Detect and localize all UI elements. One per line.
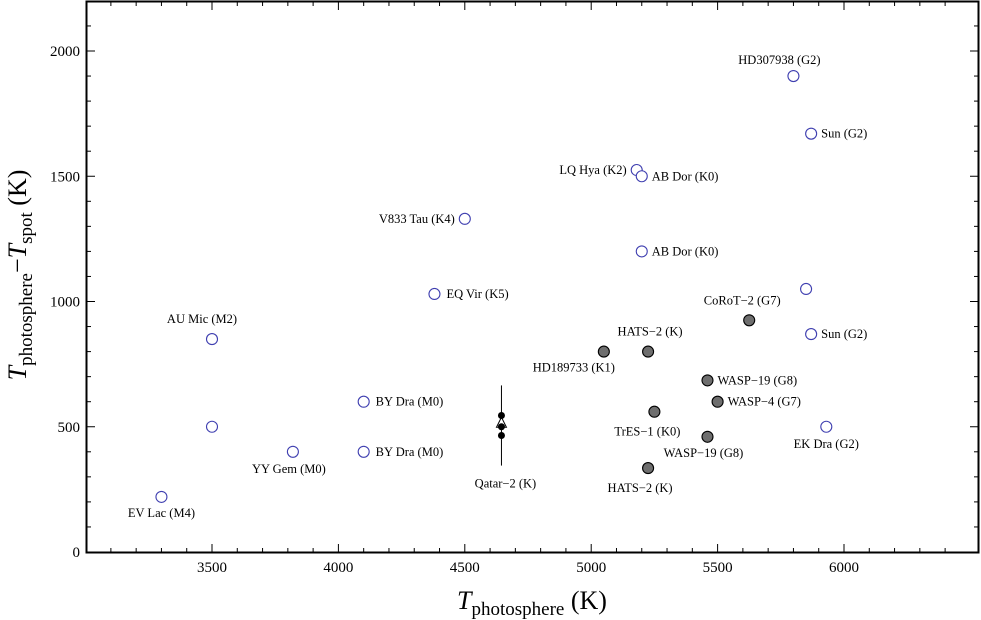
open-circle-point: [805, 127, 818, 140]
y-tick-label: 0: [73, 545, 81, 561]
point-label: AU Mic (M2): [167, 312, 237, 326]
point-labels: EV Lac (M4) AU Mic (M2) YY Gem (M0) BY Dra …: [128, 53, 867, 520]
open-circle-point: [357, 445, 370, 458]
y-tick-label: 1500: [50, 169, 80, 185]
black-dot-point: [497, 432, 505, 440]
x-tick-label: 5500: [703, 560, 733, 576]
black-dot-point: [497, 423, 505, 431]
point-label: EK Dra (G2): [794, 437, 859, 451]
point-label: Sun (G2): [821, 127, 867, 141]
axis-tick-labels: 3500 4000 4500 5000 5500 6000 0 500 1000 1500 2000: [50, 44, 859, 576]
open-circle-point: [820, 420, 833, 433]
y-tick-label: 500: [58, 420, 81, 436]
y-tick-label: 2000: [50, 44, 80, 60]
point-label: AB Dor (K0): [652, 169, 719, 183]
plot-frame: [85, 0, 980, 554]
point-label: AB Dor (K0): [652, 244, 719, 258]
point-label: EQ Vir (K5): [446, 287, 508, 301]
point-label: YY Gem (M0): [252, 462, 326, 476]
filled-circle-point: [711, 395, 724, 408]
filled-circle-point: [648, 405, 661, 418]
filled-circle-point: [701, 430, 714, 443]
open-circle-point: [205, 420, 219, 433]
open-circle-point: [635, 245, 648, 258]
point-label: Sun (G2): [821, 327, 867, 341]
x-tick-label: 3500: [197, 560, 227, 576]
open-circle-point: [428, 287, 441, 301]
axis-ticks: [87, 2, 978, 552]
x-tick-label: 5000: [576, 560, 606, 576]
point-label: HD307938 (G2): [738, 53, 820, 67]
open-circle-point: [205, 333, 219, 346]
filled-circle-point: [597, 345, 610, 358]
point-label: HD189733 (K1): [533, 361, 615, 375]
open-circle-point: [800, 282, 813, 296]
y-tick-label: 1000: [50, 295, 80, 311]
point-label: WASP−4 (G7): [728, 395, 801, 409]
y-axis-title: Tphotosphere−Tspot (K): [3, 170, 37, 381]
point-label: CoRoT−2 (G7): [704, 293, 781, 307]
black-dot-point: [497, 411, 505, 419]
point-label: HATS−2 (K): [618, 325, 683, 339]
filled-circle-point: [743, 314, 756, 327]
filled-circle-point: [642, 345, 655, 358]
open-circle-point: [805, 328, 818, 341]
point-label: EV Lac (M4): [128, 506, 195, 520]
x-tick-label: 4000: [323, 560, 353, 576]
open-circle-point: [458, 212, 471, 225]
point-label: BY Dra (M0): [376, 395, 444, 409]
x-tick-label: 6000: [829, 560, 859, 576]
open-circle-point: [635, 170, 648, 183]
open-circle-point: [787, 70, 800, 83]
x-axis-title: Tphotosphere (K): [457, 586, 607, 620]
filled-circle-point: [642, 462, 655, 475]
data-points: [155, 70, 833, 503]
point-label: TrES−1 (K0): [614, 425, 680, 439]
point-label: LQ Hya (K2): [559, 163, 626, 177]
point-label: BY Dra (M0): [376, 445, 444, 459]
point-label: V833 Tau (K4): [379, 212, 455, 226]
open-circle-point: [357, 395, 370, 408]
open-circle-point: [155, 490, 168, 503]
point-label: Qatar−2 (K): [475, 477, 537, 491]
point-label: WASP−19 (G8): [664, 446, 744, 460]
open-circle-point: [286, 445, 299, 458]
filled-circle-point: [701, 374, 714, 387]
point-label: HATS−2 (K): [608, 481, 673, 495]
x-tick-label: 4500: [450, 560, 480, 576]
point-label: WASP−19 (G8): [717, 373, 797, 387]
